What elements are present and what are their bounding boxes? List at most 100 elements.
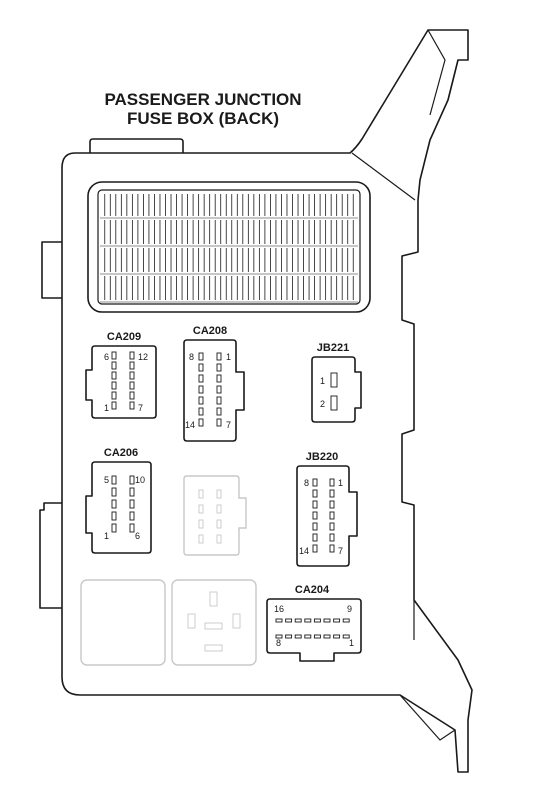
ca206T-terminal <box>111 487 117 497</box>
jb220T-terminal <box>329 544 335 553</box>
jb220T-terminal <box>312 533 318 542</box>
jb220T-terminal <box>329 489 335 498</box>
jb220-pin-8: 8 <box>304 478 309 488</box>
ca209-pin-12: 12 <box>138 352 148 362</box>
jb220T-terminal <box>329 478 335 487</box>
ca208T-terminal <box>198 385 204 394</box>
ca204T-terminal <box>323 618 331 623</box>
ca206T-terminal <box>129 475 135 485</box>
ca208-connector <box>183 339 245 442</box>
jb220-pin-7: 7 <box>338 546 343 556</box>
ca209T-terminal <box>129 371 135 380</box>
ca204-connector <box>266 598 362 662</box>
ca208T-terminal <box>198 352 204 361</box>
ghostT-terminal <box>198 519 204 529</box>
ca209T-terminal <box>129 401 135 410</box>
ca209-pin-6: 6 <box>104 352 109 362</box>
diagram-title-line1: PASSENGER JUNCTION <box>104 90 301 109</box>
jb220T-terminal <box>329 500 335 509</box>
jb221-pin-1: 1 <box>320 376 325 386</box>
ca208T-terminal <box>216 352 222 361</box>
ca208T-terminal <box>216 407 222 416</box>
jb220T-terminal <box>329 522 335 531</box>
ca209-terminals <box>111 351 135 410</box>
ca209-connector <box>85 345 157 419</box>
ca206-pin-5: 5 <box>104 475 109 485</box>
bracket-line-3 <box>447 59 459 101</box>
jb220T-terminal <box>329 511 335 520</box>
jb221-label: JB221 <box>317 342 349 354</box>
ca204T-terminal <box>313 634 321 639</box>
ca209T-terminal <box>129 391 135 400</box>
ca204T-terminal <box>285 618 293 623</box>
ca209-pin-7: 7 <box>138 403 143 413</box>
unused-connector-ghost <box>183 475 247 556</box>
jb220T-terminal <box>312 489 318 498</box>
ca204-terminals <box>275 618 350 639</box>
bracket-line-2 <box>427 29 446 116</box>
ghostT-terminal <box>216 519 222 529</box>
unused-connector-terminals <box>198 489 222 544</box>
ca209T-terminal <box>129 351 135 360</box>
ghostT-terminal <box>216 489 222 499</box>
fuse-panel-inner <box>97 189 361 305</box>
jb220T-terminal <box>312 511 318 520</box>
jb221-pin-2: 2 <box>320 399 325 409</box>
ca204T-terminal <box>333 634 341 639</box>
ca209-label: CA209 <box>107 331 141 343</box>
jb220T-terminal <box>312 478 318 487</box>
ca206T-terminal <box>129 511 135 521</box>
jb221-connector <box>311 356 362 423</box>
ca204T-terminal <box>304 618 312 623</box>
ca209T-terminal <box>111 351 117 360</box>
ca204T-terminal <box>304 634 312 639</box>
ca209T-terminal <box>111 361 117 370</box>
ca204T-terminal <box>333 618 341 623</box>
ghostT-terminal <box>198 489 204 499</box>
ca206-pin-1: 1 <box>104 531 109 541</box>
jb220-pin-1: 1 <box>338 478 343 488</box>
ca204T-terminal <box>342 634 350 639</box>
jb220-connector <box>296 465 358 567</box>
ca206T-terminal <box>111 523 117 533</box>
left-tab-lower <box>39 502 62 609</box>
ghostT-terminal <box>216 504 222 514</box>
jb220T-terminal <box>329 533 335 542</box>
jb220T-terminal <box>312 500 318 509</box>
jb220-terminals <box>312 478 335 553</box>
ca208T-terminal <box>216 418 222 427</box>
jb220-label: JB220 <box>306 451 338 463</box>
relay-right-terminals <box>187 591 241 652</box>
ca209T-terminal <box>111 371 117 380</box>
ca206T-terminal <box>111 511 117 521</box>
diagram-title-line2: FUSE BOX (BACK) <box>127 109 279 128</box>
ca204-pin-9: 9 <box>347 604 352 614</box>
ca206T-terminal <box>129 523 135 533</box>
ca204-pin-16: 16 <box>274 604 284 614</box>
jb221-terminal-1 <box>330 372 338 388</box>
ca204T-terminal <box>275 618 283 623</box>
ca204-pin-8: 8 <box>276 638 281 648</box>
ca208-pin-7: 7 <box>226 420 231 430</box>
ca208T-terminal <box>216 363 222 372</box>
bracket-line-5 <box>399 694 456 741</box>
ca204T-terminal <box>294 634 302 639</box>
ca209T-terminal <box>129 361 135 370</box>
ca204T-terminal <box>275 634 283 639</box>
ca208T-terminal <box>198 407 204 416</box>
ca208T-terminal <box>198 374 204 383</box>
jb220-pin-14: 14 <box>299 546 309 556</box>
ca204T-terminal <box>323 634 331 639</box>
ca208T-terminal <box>198 418 204 427</box>
ca209-pin-1: 1 <box>104 403 109 413</box>
ca206T-terminal <box>129 499 135 509</box>
ca209T-terminal <box>111 381 117 390</box>
ca208-label: CA208 <box>193 325 227 337</box>
ca208T-terminal <box>216 385 222 394</box>
ca206-terminals <box>111 475 135 533</box>
ca206T-terminal <box>111 475 117 485</box>
ca206T-terminal <box>111 499 117 509</box>
fuse-panel-grid <box>100 194 358 303</box>
ca204-label: CA204 <box>295 584 330 596</box>
